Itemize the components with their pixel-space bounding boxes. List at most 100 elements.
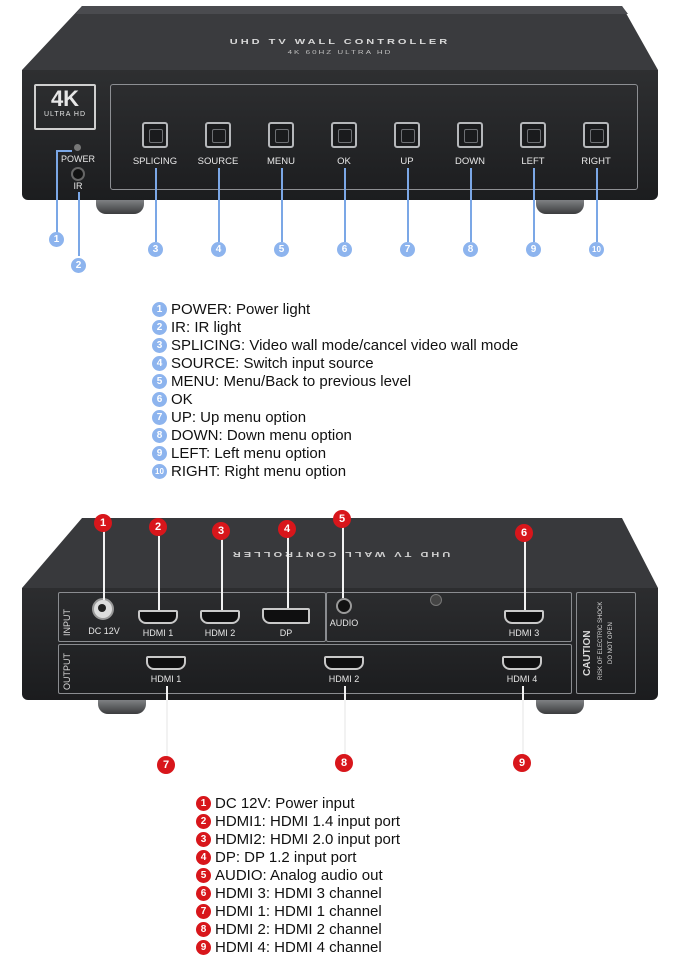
callout-9: 9 [526, 242, 541, 257]
splicing-label: SPLICING [132, 156, 178, 167]
leader-splicing [155, 168, 157, 242]
legend-text: OK [171, 390, 193, 408]
legend-num: 2 [152, 319, 167, 335]
right-label: RIGHT [581, 156, 611, 167]
back-callout-4: 4 [278, 520, 296, 538]
splicing-button[interactable] [142, 122, 168, 148]
dc-label: DC 12V [88, 626, 120, 636]
legend-text: MENU: Menu/Back to previous level [171, 372, 412, 390]
leader-ir [78, 192, 80, 256]
callout-6: 6 [337, 242, 352, 257]
audio-jack-icon[interactable] [336, 598, 352, 614]
back-foot-right [536, 700, 584, 714]
legend-num: 8 [152, 427, 167, 443]
caution-line2: DO NOT OPEN [608, 622, 614, 664]
legend-text: AUDIO: Analog audio out [215, 866, 383, 884]
front-top-title: UHD TV WALL CONTROLLER [229, 37, 451, 47]
leader-up [407, 168, 409, 242]
leader-menu [281, 168, 283, 242]
legend-text: SOURCE: Switch input source [171, 354, 374, 372]
leader-ok [344, 168, 346, 242]
legend-text: SPLICING: Video wall mode/cancel video w… [171, 336, 519, 354]
up-button[interactable] [394, 122, 420, 148]
callout-7: 7 [400, 242, 415, 257]
power-label: POWER [60, 154, 95, 164]
down-label: DOWN [454, 156, 486, 167]
hdmi2-input-label: HDMI 2 [204, 628, 236, 638]
leader-hdmi2-out [344, 686, 346, 756]
legend-text: RIGHT: Right menu option [171, 462, 347, 480]
4k-badge: 4K ULTRA HD [34, 84, 96, 130]
ir-label: IR [73, 181, 83, 191]
back-callout-7: 7 [157, 756, 175, 774]
legend-text: DP: DP 1.2 input port [215, 848, 357, 866]
legend-num: 7 [196, 903, 211, 919]
back-callout-3: 3 [212, 522, 230, 540]
hdmi2-input-port[interactable] [200, 610, 240, 624]
callout-2: 2 [71, 258, 86, 273]
down-button[interactable] [457, 122, 483, 148]
back-callout-2: 2 [149, 518, 167, 536]
leader-dp [287, 536, 289, 608]
leader-audio [342, 526, 344, 598]
callout-5: 5 [274, 242, 289, 257]
hdmi1-input-port[interactable] [138, 610, 178, 624]
legend-text: HDMI2: HDMI 2.0 input port [215, 830, 401, 848]
legend-num: 5 [152, 373, 167, 389]
audio-label: AUDIO [329, 618, 359, 628]
left-button[interactable] [520, 122, 546, 148]
input-section-right [326, 592, 572, 642]
caution-box [576, 592, 636, 694]
source-button[interactable] [205, 122, 231, 148]
legend-text: HDMI 1: HDMI 1 channel [215, 902, 382, 920]
caution-title: CAUTION [582, 630, 593, 676]
hdmi2-output-port[interactable] [324, 656, 364, 670]
hdmi3-port[interactable] [504, 610, 544, 624]
dp-label: DP [279, 628, 293, 638]
menu-label: MENU [267, 156, 295, 167]
screw-icon [430, 594, 442, 606]
ok-button[interactable] [331, 122, 357, 148]
menu-button[interactable] [268, 122, 294, 148]
dp-port[interactable] [262, 608, 310, 624]
callout-4: 4 [211, 242, 226, 257]
legend-num: 7 [152, 409, 167, 425]
back-foot-left [98, 700, 146, 714]
legend-text: HDMI 2: HDMI 2 channel [215, 920, 382, 938]
left-label: LEFT [521, 156, 545, 167]
leader-power [56, 150, 58, 234]
legend-text: HDMI 4: HDMI 4 channel [215, 938, 382, 956]
hdmi1-output-port[interactable] [146, 656, 186, 670]
ir-sensor-icon [71, 167, 85, 181]
legend-num: 9 [152, 445, 167, 461]
right-button[interactable] [583, 122, 609, 148]
back-callout-6: 6 [515, 524, 533, 542]
legend-num: 5 [196, 867, 211, 883]
back-callout-8: 8 [335, 754, 353, 772]
legend-text: IR: IR light [171, 318, 242, 336]
legend-num: 1 [196, 795, 211, 811]
legend-text: LEFT: Left menu option [171, 444, 327, 462]
source-label: SOURCE [197, 156, 239, 167]
output-section [58, 644, 572, 694]
back-callout-9: 9 [513, 754, 531, 772]
legend-num: 6 [196, 885, 211, 901]
callout-8: 8 [463, 242, 478, 257]
hdmi4-output-port[interactable] [502, 656, 542, 670]
legend-text: DOWN: Down menu option [171, 426, 352, 444]
caution-line1: RISK OF ELECTRIC SHOCK [598, 601, 604, 680]
leader-dc [103, 530, 105, 600]
legend-num: 4 [152, 355, 167, 371]
input-section [58, 592, 326, 642]
legend-num: 3 [196, 831, 211, 847]
